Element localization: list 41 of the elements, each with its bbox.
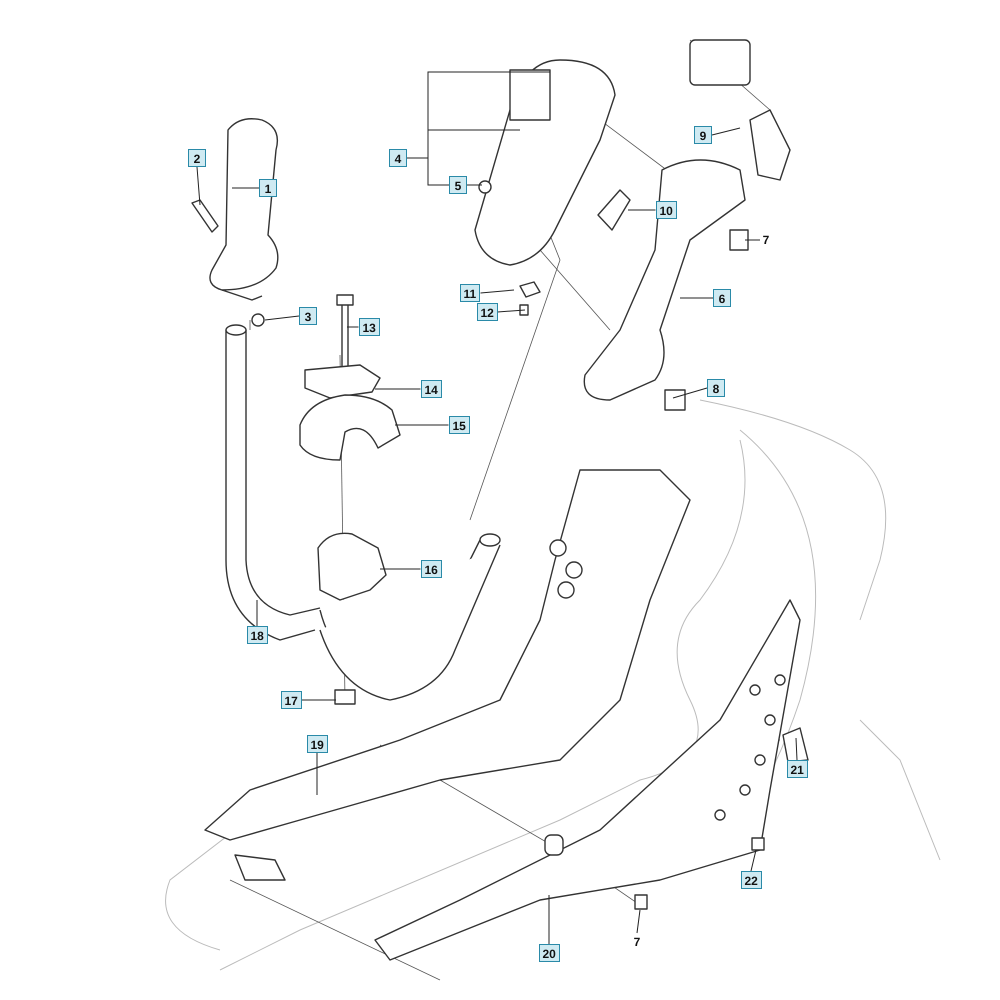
callout-number: 22 (740, 871, 762, 889)
leader-line (466, 184, 482, 186)
callout-number: 20 (538, 944, 560, 962)
leader-line (672, 388, 708, 398)
leader-line (256, 600, 258, 626)
leader-line (264, 316, 300, 320)
callout-number: 13 (358, 318, 380, 336)
leader-line (497, 310, 526, 312)
callout-number: 5 (449, 176, 467, 194)
callout-number: 1 (259, 179, 277, 197)
leader-line (636, 910, 640, 934)
callout-number: 4 (389, 149, 407, 167)
leader-line (750, 850, 756, 872)
callout-number: 18 (246, 626, 268, 644)
callout-number: 3 (299, 307, 317, 325)
callout-number: 11 (460, 284, 480, 302)
part-number: 7 (760, 231, 772, 249)
leader-line (374, 388, 421, 390)
part-number: 7 (631, 933, 643, 951)
callout-number: 9 (694, 126, 712, 144)
leader-line (406, 158, 450, 186)
callout-number: 10 (656, 201, 677, 219)
leader-line (316, 752, 318, 796)
leader-line (196, 166, 200, 206)
leader-line (796, 738, 798, 760)
callout-number: 2 (188, 149, 206, 167)
callout-number: 15 (448, 416, 470, 434)
leader-line (394, 424, 449, 426)
callout-number: 6 (713, 289, 731, 307)
leader-line (380, 568, 421, 570)
leader-line (346, 326, 359, 328)
callout-number: 8 (707, 379, 725, 397)
leader-line (548, 894, 550, 944)
callout-number: 17 (280, 691, 302, 709)
callout-number: 12 (476, 303, 498, 321)
leader-line (480, 290, 514, 294)
callout-number: 19 (306, 735, 328, 753)
callout-number: 16 (420, 560, 442, 578)
callout-number: 14 (420, 380, 442, 398)
leader-line (712, 128, 740, 136)
callout-number: 21 (786, 760, 808, 778)
